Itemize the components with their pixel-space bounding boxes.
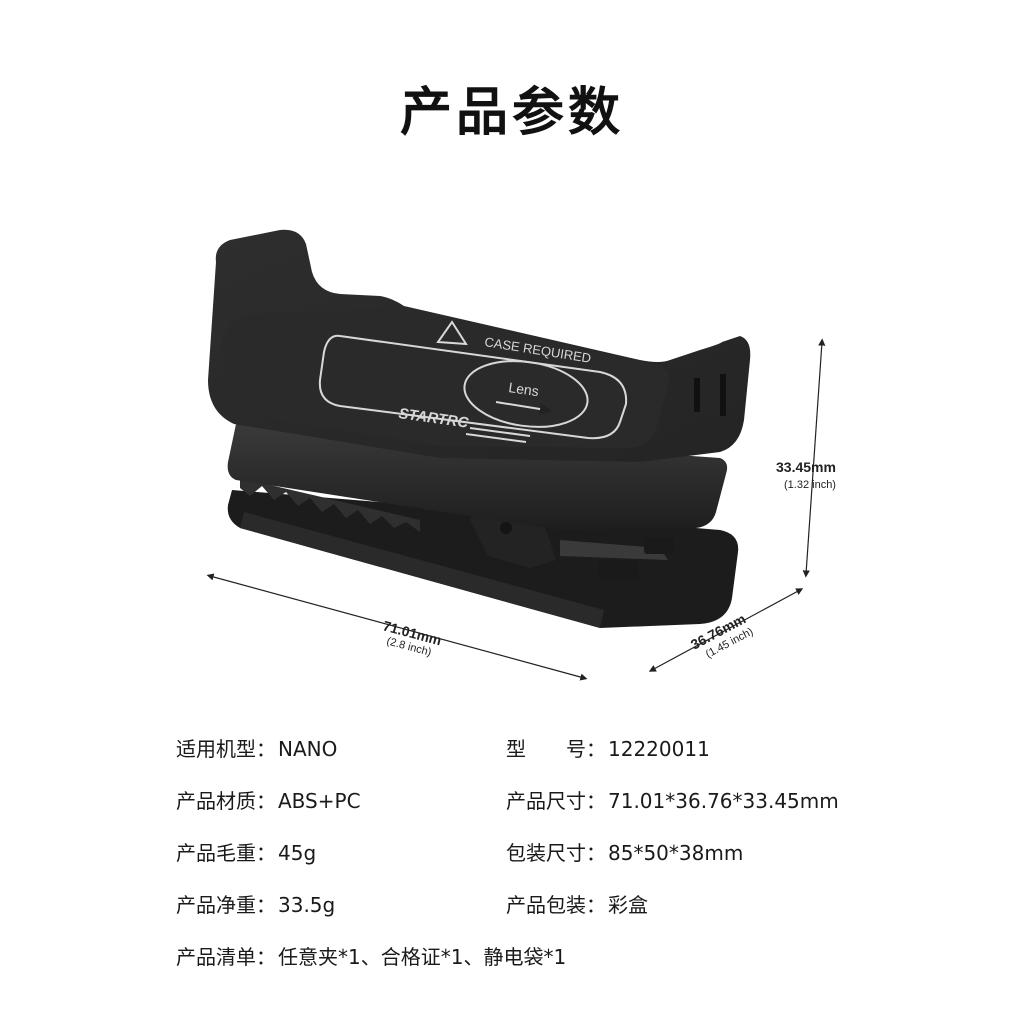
width-dimension-line <box>648 588 804 672</box>
lens-circle <box>463 360 589 428</box>
spec-value: NANO <box>278 737 338 761</box>
height-inch: (1.32 inch) <box>784 479 836 491</box>
spec-value: 12220011 <box>608 737 710 761</box>
spec-value: 彩盒 <box>608 893 648 917</box>
spec-value: 71.01*36.76*33.45mm <box>608 789 839 813</box>
spec-label: 包装尺寸： <box>506 841 606 865</box>
spec-package-size: 包装尺寸：85*50*38mm <box>506 837 743 869</box>
spec-label: 适用机型： <box>176 737 276 761</box>
spec-label: 型 号： <box>506 737 606 761</box>
spec-label: 产品尺寸： <box>506 789 606 813</box>
length-dimension-line <box>206 573 588 681</box>
cradle-tray <box>222 308 669 448</box>
spec-label: 产品包装： <box>506 893 606 917</box>
spec-label: 产品净重： <box>176 893 276 917</box>
spec-contents: 产品清单：任意夹*1、合格证*1、静电袋*1 <box>176 941 566 973</box>
spec-row: 产品净重：33.5g 产品包装：彩盒 <box>176 889 896 941</box>
lens-label: Lens <box>508 379 540 399</box>
spec-row: 产品毛重：45g 包装尺寸：85*50*38mm <box>176 837 896 889</box>
spec-label: 产品清单： <box>176 945 276 969</box>
spec-model-compat: 适用机型：NANO <box>176 733 337 765</box>
spec-value: 85*50*38mm <box>608 841 744 865</box>
spec-label: 产品毛重： <box>176 841 276 865</box>
spec-value: 任意夹*1、合格证*1、静电袋*1 <box>278 945 567 969</box>
spec-packaging: 产品包装：彩盒 <box>506 889 648 921</box>
height-mm: 33.45mm <box>776 459 836 475</box>
spec-row: 产品材质：ABS+PC 产品尺寸：71.01*36.76*33.45mm <box>176 785 896 837</box>
spec-row: 适用机型：NANO 型 号：12220011 <box>176 733 896 785</box>
spec-gross-weight: 产品毛重：45g <box>176 837 316 869</box>
clip-teeth <box>240 478 420 532</box>
spec-size: 产品尺寸：71.01*36.76*33.45mm <box>506 785 839 817</box>
spec-net-weight: 产品净重：33.5g <box>176 889 335 921</box>
spec-row: 产品清单：任意夹*1、合格证*1、静电袋*1 <box>176 941 896 993</box>
height-dimension-line <box>802 338 826 578</box>
tray-print-outline <box>318 334 628 440</box>
spec-model-no: 型 号：12220011 <box>506 733 710 765</box>
product-figure: Lens CASE REQUIRED STARTRC 33.45mm (1.32… <box>206 229 836 681</box>
warning-icon <box>436 320 468 346</box>
spec-label: 产品材质： <box>176 789 276 813</box>
spec-value: 33.5g <box>278 893 336 917</box>
spec-table: 适用机型：NANO 型 号：12220011 产品材质：ABS+PC 产品尺寸：… <box>176 733 896 993</box>
spec-material: 产品材质：ABS+PC <box>176 785 361 817</box>
spec-value: 45g <box>278 841 317 865</box>
spec-value: ABS+PC <box>278 789 361 813</box>
page-title: 产品参数 <box>399 83 624 143</box>
